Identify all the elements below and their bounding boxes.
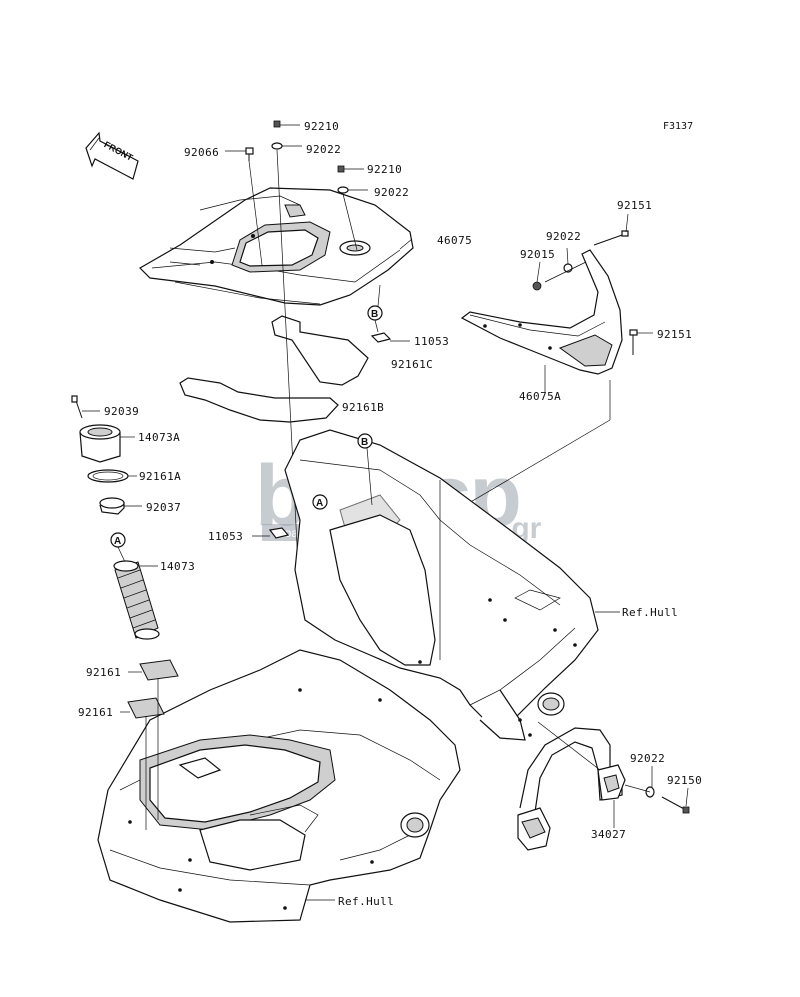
part-label: 92066 [184,146,219,159]
part-label: 92161B [342,401,384,414]
gasket-92161C [271,315,369,386]
reboarding-handle-34027 [517,727,626,851]
part-label: 92151 [657,328,692,341]
clamp-92037 [99,497,142,515]
part-label: 92161 [86,666,121,679]
part-label: 11053 [414,335,449,348]
part-label: 46075 [437,234,472,247]
part-label: 92039 [104,405,139,418]
part-label: 92037 [146,501,181,514]
filler-hose-14073 [113,560,160,640]
part-label: 14073A [138,431,180,444]
part-label: 14073 [160,560,195,573]
clip-11053-lower [252,527,290,539]
svg-text:A: A [114,536,121,547]
washer-92022-right [544,247,587,283]
part-label: 34027 [591,828,626,841]
part-label: 92022 [630,752,665,765]
front-arrow-icon: FRONT [85,131,139,180]
part-label: 92015 [520,248,555,261]
washer-92022-mid [337,186,368,194]
washer-92022-top [271,142,302,150]
part-label: Ref.Hull [622,606,678,619]
nut-92015 [532,261,542,291]
part-label: 92151 [617,199,652,212]
bolt-92150 [661,787,690,814]
bolt-92210-mid [337,165,364,173]
decal-92161-lower [120,697,165,719]
figure-code: F3137 [663,121,693,132]
part-label: 92161A [139,470,181,483]
decal-92161-upper [128,659,179,681]
gasket-92161B [179,377,339,423]
filler-cap-14073A [79,424,135,463]
seal-ring-92161A [87,469,137,483]
screw-92151-upper [593,213,629,246]
part-label: 92210 [304,120,339,133]
part-label: 46075A [519,390,561,403]
part-label: 92210 [367,163,402,176]
part-label: 92022 [546,230,581,243]
svg-text:B: B [361,437,368,448]
part-label: 11053 [208,530,243,543]
cap-strap-92039 [71,395,100,419]
hull-deck-upper [284,429,599,741]
part-label: 92022 [306,143,341,156]
screw-92066 [225,147,254,161]
svg-text:A: A [316,498,323,509]
svg-text:B: B [371,309,378,320]
screw-92151-lower [629,329,653,355]
part-label: 92150 [667,774,702,787]
callout-b-upper: B [367,305,383,333]
part-label: 92161 [78,706,113,719]
console-trim-46075A [460,249,623,375]
callout-a-hull: A [312,494,328,510]
bolt-92210-top [273,120,300,128]
clip-11053-upper [370,332,410,343]
callout-a-left: A [110,532,126,563]
part-label: Ref.Hull [338,895,394,908]
part-label: 92161C [391,358,433,371]
callout-b-lower: B [357,433,373,506]
part-label: 92022 [374,186,409,199]
washer-92022-step [624,766,655,798]
storage-cover-46075 [139,187,414,306]
hull-lower [97,649,461,923]
